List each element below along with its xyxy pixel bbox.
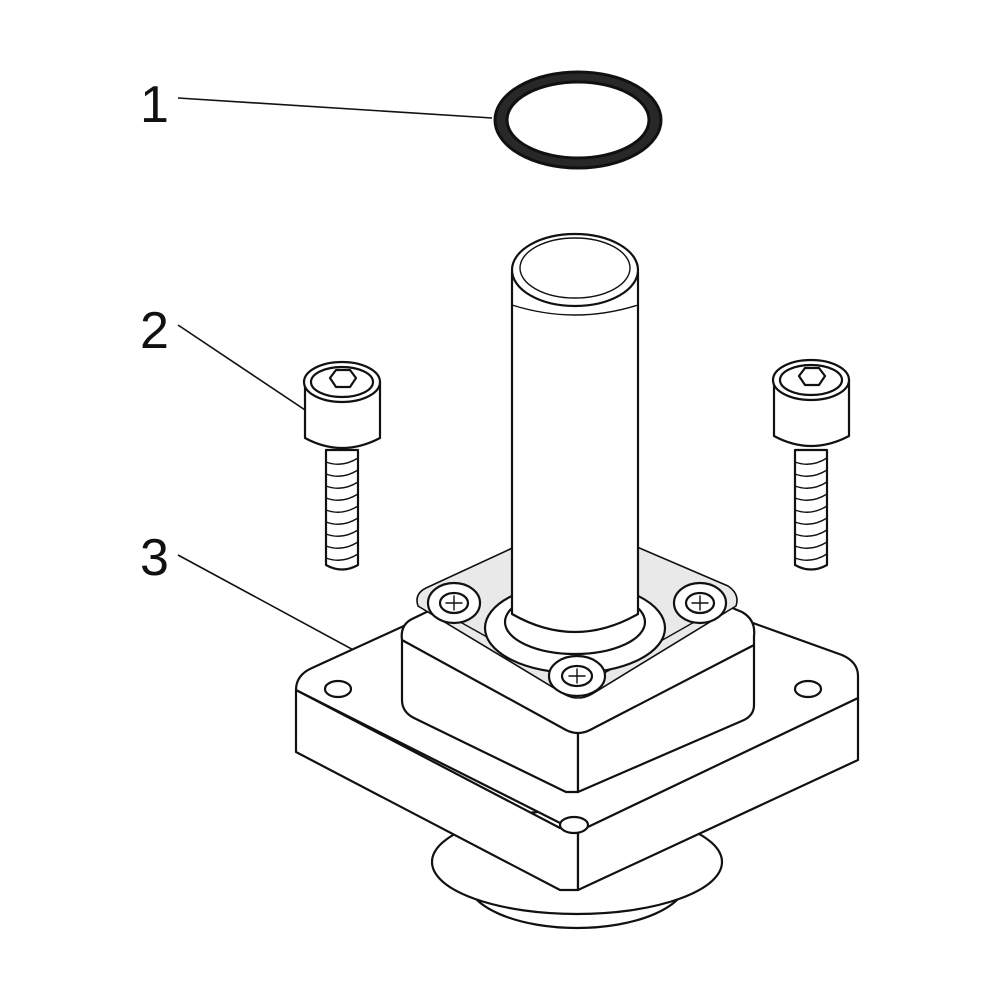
callout-3-leader: [177, 554, 384, 667]
armature-tube-assembly: [294, 232, 860, 930]
callout-1-leader: [177, 97, 493, 119]
callout-2-label: 2: [140, 302, 169, 360]
callout-1-label: 1: [140, 76, 169, 134]
pocket-screw-right: [672, 581, 728, 625]
callout-1: 1: [140, 76, 493, 134]
screw-left: [302, 360, 382, 571]
callout-3-label: 3: [140, 529, 169, 587]
o-ring-part: [493, 70, 663, 170]
pocket-screw-front: [547, 654, 607, 698]
pocket-screw-left: [426, 581, 482, 625]
screw-right: [771, 358, 851, 571]
